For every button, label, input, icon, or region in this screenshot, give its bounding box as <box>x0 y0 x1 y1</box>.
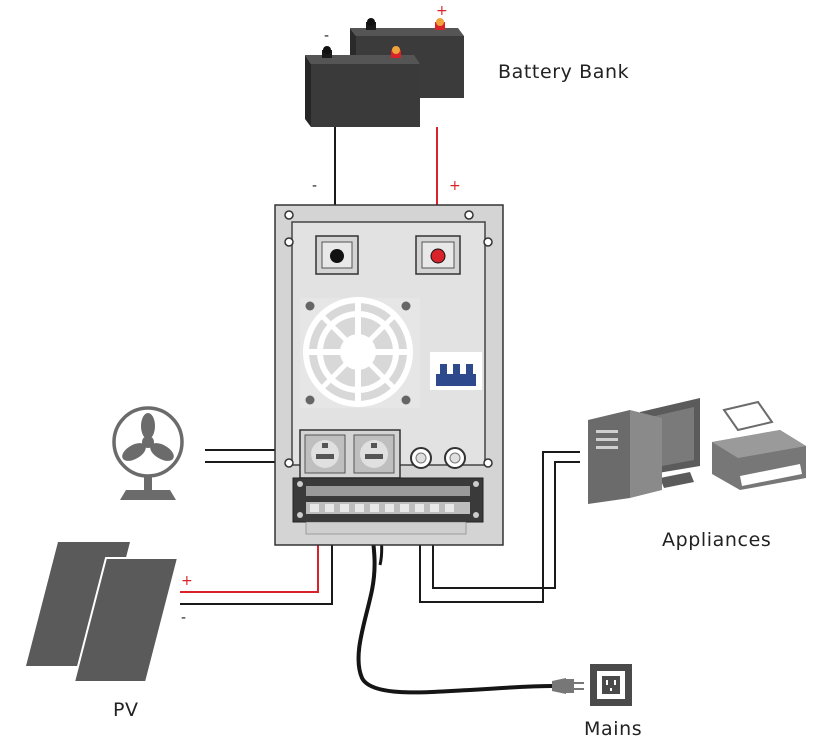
battery-bank-label: Battery Bank <box>498 61 629 83</box>
positive-terminal <box>415 235 461 275</box>
battery-positive-sign: + <box>436 3 448 19</box>
battery-negative-sign: - <box>324 28 329 44</box>
computer-icon <box>588 398 700 504</box>
inverter-negative-sign: - <box>312 178 317 194</box>
inverter-icon <box>274 204 504 546</box>
pv-positive-sign: + <box>181 573 193 589</box>
terminal-block <box>292 477 484 535</box>
plug-icon <box>552 678 584 694</box>
appliances-label: Appliances <box>662 529 771 551</box>
wires <box>180 122 580 605</box>
fan-icon <box>112 406 184 500</box>
battery-bank: - + <box>305 3 464 127</box>
negative-terminal <box>315 235 359 275</box>
pv-label: PV <box>113 699 139 721</box>
wall-outlet-icon <box>590 664 632 706</box>
appliance-wire-outer <box>419 451 580 603</box>
solar-panel-icon <box>26 542 180 683</box>
mains-label: Mains <box>584 718 642 740</box>
mains-cable <box>356 509 553 695</box>
appliance-wire-inner <box>432 461 580 589</box>
control-knob <box>410 447 466 469</box>
output-socket <box>299 429 401 479</box>
cooling-fan-grille <box>300 297 420 408</box>
circuit-breaker <box>430 352 482 390</box>
printer-icon <box>712 400 806 490</box>
inverter-positive-sign: + <box>449 178 461 194</box>
pv-negative-sign: - <box>181 610 186 626</box>
pv-negative-wire <box>180 520 333 605</box>
battery-icon <box>305 46 420 127</box>
